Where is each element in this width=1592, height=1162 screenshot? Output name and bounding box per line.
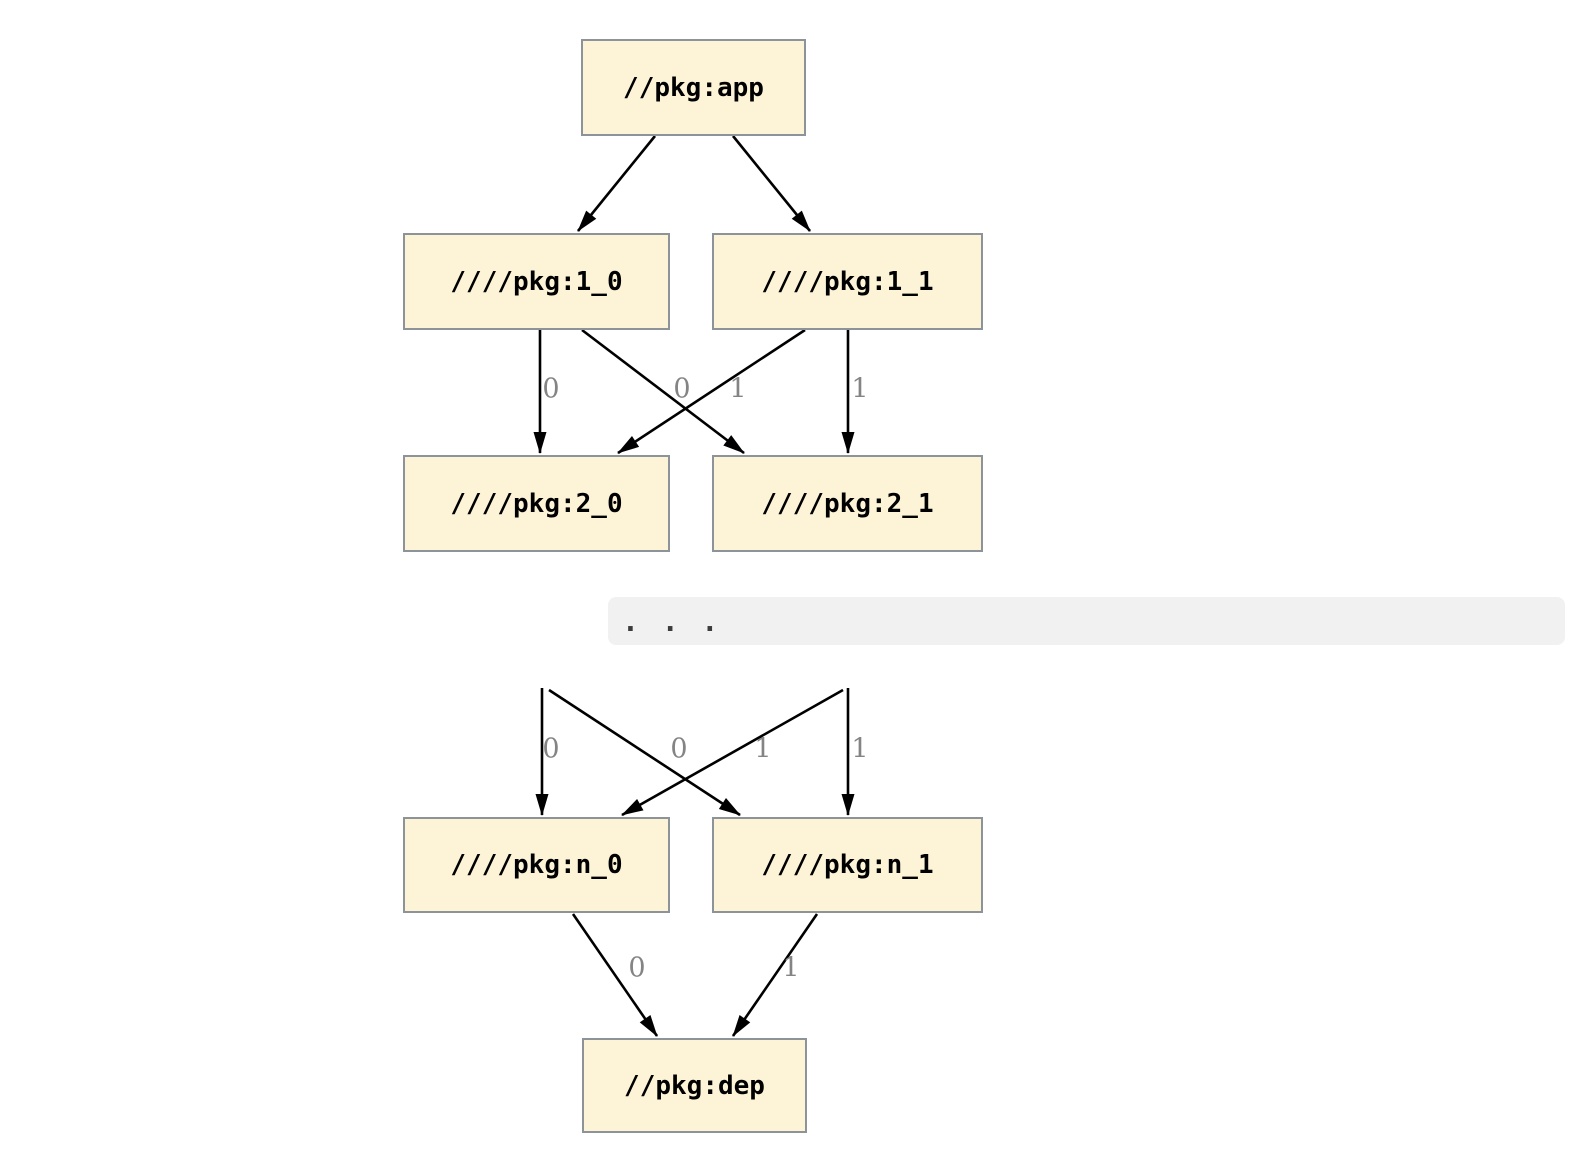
edge-app-to-1_1 xyxy=(731,135,812,232)
node-pkg-n_0: ////pkg:n_0 xyxy=(403,817,670,913)
node-pkg-2_0-label: ////pkg:2_0 xyxy=(450,488,623,519)
node-pkg-n_0-label: ////pkg:n_0 xyxy=(450,850,623,880)
node-pkg-2_0: ////pkg:2_0 xyxy=(403,455,670,552)
edge-1_0-to-2_1 xyxy=(581,328,745,455)
node-pkg-1_1-label: ////pkg:1_1 xyxy=(761,266,934,297)
edge-label-1_0-2_0: 0 xyxy=(542,373,560,405)
node-pkg-app: //pkg:app xyxy=(581,39,806,136)
edge-1_1-to-2_0 xyxy=(617,328,806,455)
edge-label-n_1-dep: 1 xyxy=(782,952,800,984)
edge-n_1-to-dep xyxy=(731,913,819,1037)
ellipsis-bar: . . . xyxy=(608,597,1565,645)
ellipsis-dots: . . . xyxy=(622,604,722,638)
node-pkg-1_0: ////pkg:1_0 xyxy=(403,233,670,330)
node-pkg-1_1: ////pkg:1_1 xyxy=(712,233,983,330)
edge-label-elided-n_0: 0 xyxy=(542,733,560,765)
node-pkg-2_1-label: ////pkg:2_1 xyxy=(761,488,934,519)
edge-label-elided-n_1-cross: 0 xyxy=(670,733,688,765)
edge-label-n_0-dep: 0 xyxy=(628,952,646,984)
edge-n_0-to-dep xyxy=(571,913,659,1037)
edge-elided-to-n_1-cross xyxy=(548,688,741,817)
node-pkg-dep: //pkg:dep xyxy=(582,1038,807,1133)
edge-app-to-1_0 xyxy=(576,135,657,232)
node-pkg-app-label: //pkg:app xyxy=(623,72,764,103)
node-pkg-n_1: ////pkg:n_1 xyxy=(712,817,983,913)
edge-label-1_1-2_0: 1 xyxy=(729,373,747,405)
node-pkg-1_0-label: ////pkg:1_0 xyxy=(450,266,623,297)
edge-label-1_1-2_1: 1 xyxy=(851,373,869,405)
edge-label-1_0-2_1: 0 xyxy=(673,373,691,405)
node-pkg-2_1: ////pkg:2_1 xyxy=(712,455,983,552)
edge-elided-to-n_0-cross xyxy=(621,688,844,817)
edge-label-elided-n_0-cross: 1 xyxy=(754,733,772,765)
edge-label-elided-n_1: 1 xyxy=(851,733,869,765)
node-pkg-dep-label: //pkg:dep xyxy=(624,1070,765,1101)
node-pkg-n_1-label: ////pkg:n_1 xyxy=(761,850,934,880)
